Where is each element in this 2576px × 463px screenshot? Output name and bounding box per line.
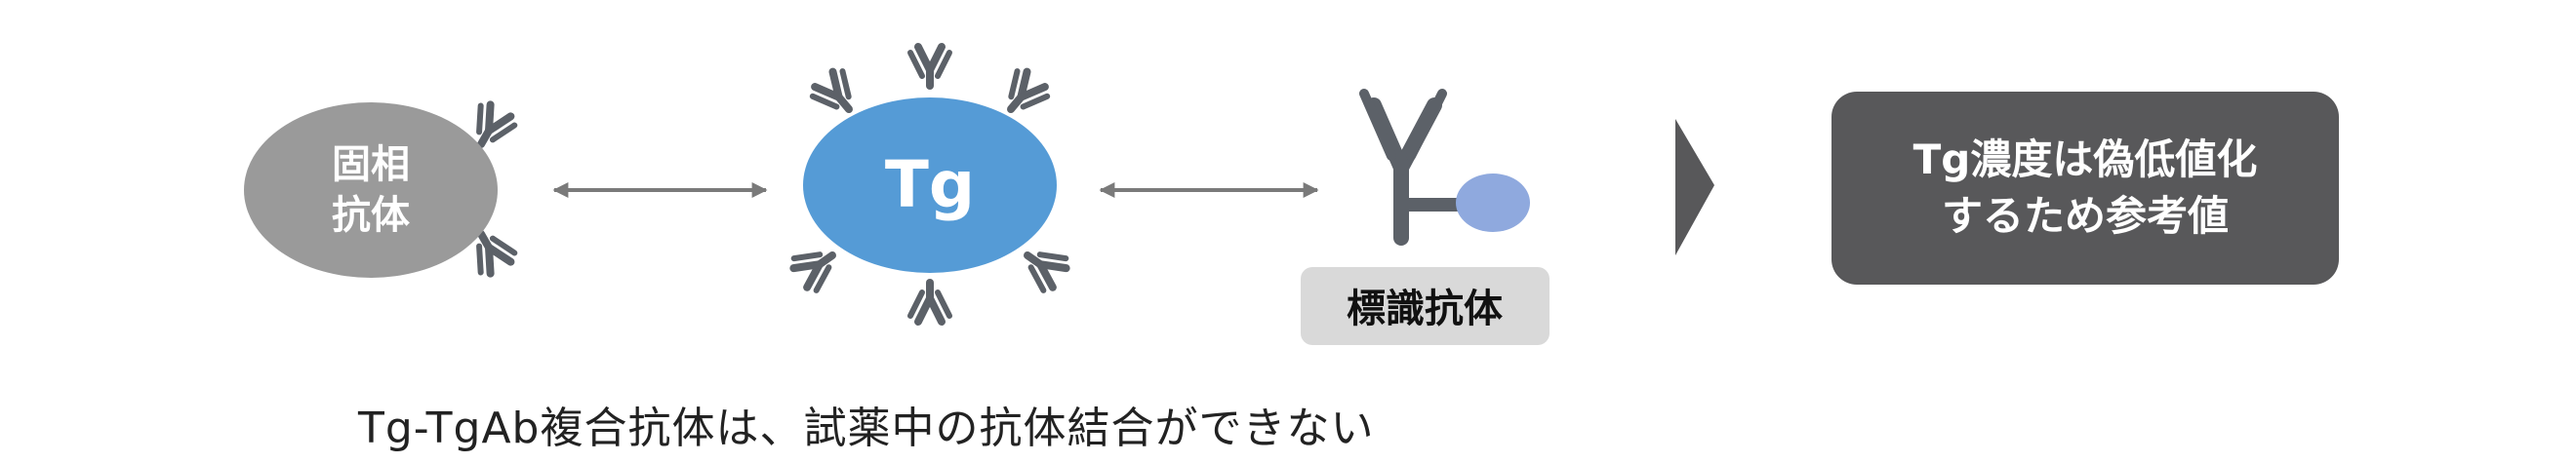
tg-label: Tg: [885, 147, 975, 222]
tgab-icon: [910, 283, 949, 322]
solid-phase-antibody: 固相 抗体: [244, 100, 517, 278]
tg-ellipse: [803, 97, 1057, 273]
labeled-antibody-icon: [1359, 89, 1466, 246]
labeled-antibody-label: 標識抗体: [1347, 287, 1503, 331]
labeled-antibody-tag: [1301, 267, 1550, 345]
result-box-bg: [1831, 92, 2339, 285]
tgab-icon: [789, 240, 844, 294]
labeled-antibody: 標識抗体: [1301, 89, 1550, 345]
chevron-right-icon: [1675, 119, 1714, 255]
tgab-icon: [910, 47, 949, 86]
solid-phase-label-line2: 抗体: [332, 193, 410, 238]
result-box: Tg濃度は偽低値化 するため参考値: [1831, 92, 2339, 285]
result-line2: するため参考値: [1942, 192, 2229, 240]
caption-text: Tg-TgAb複合抗体は、試薬中の抗体結合ができない: [358, 404, 1375, 453]
solid-phase-label-line1: 固相: [332, 142, 410, 187]
tgab-icon: [996, 67, 1051, 122]
tgab-icon: [809, 67, 864, 122]
tgab-icon: [1017, 240, 1071, 294]
label-marker-dot: [1456, 174, 1530, 232]
solid-phase-ellipse: [244, 102, 498, 278]
tg-complex: Tg: [789, 47, 1070, 322]
result-line1: Tg濃度は偽低値化: [1913, 135, 2258, 183]
